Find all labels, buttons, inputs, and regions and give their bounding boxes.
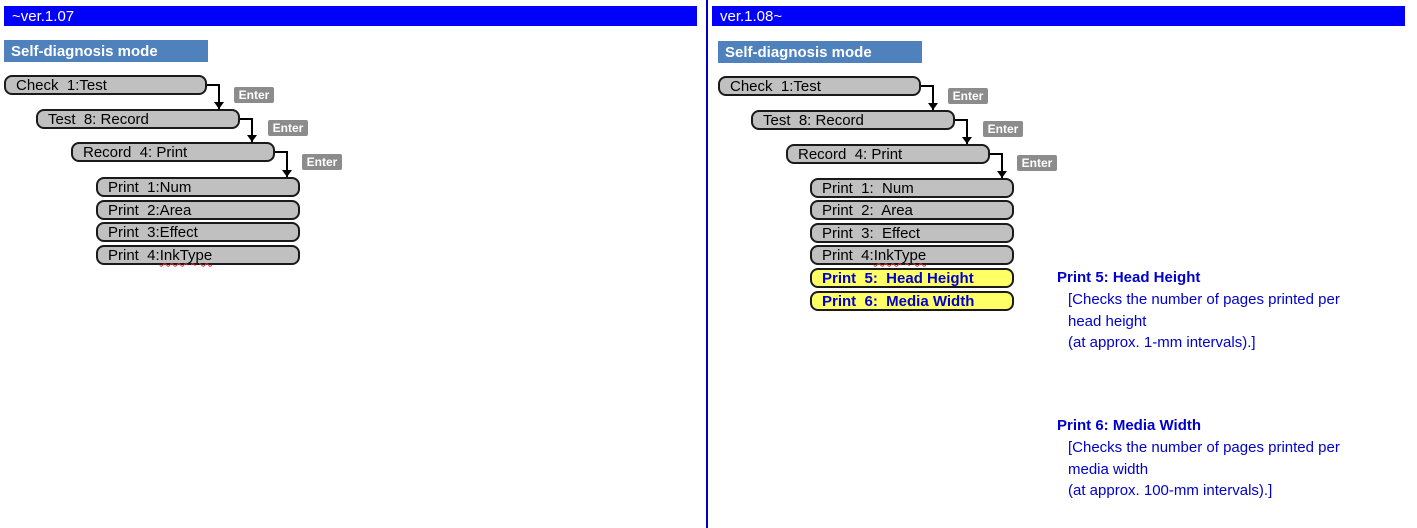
connector-arrow [240, 118, 253, 142]
annotation-title: Print 6: Media Width [1057, 417, 1202, 434]
connector-arrow [955, 119, 968, 144]
connector-arrow [921, 85, 934, 110]
arrow-down-icon [928, 103, 938, 110]
enter-key-badge: Enter [983, 121, 1023, 137]
print-row-label: Print 5: Head Height [822, 269, 974, 287]
connector-arrow [990, 153, 1003, 178]
print-menu-row: Print 4:InkType [96, 245, 300, 265]
print-menu-row-highlighted: Print 6: Media Width [810, 291, 1014, 311]
annotation-line: [Checks the number of pages printed per [1068, 439, 1340, 456]
spellcheck-word: InkType [159, 246, 213, 264]
print-menu-row: Print 2:Area [96, 200, 300, 220]
print-row-label: Print 2:Area [108, 201, 192, 219]
arrow-down-icon [997, 171, 1007, 178]
print-menu-row: Print 4:InkType [810, 245, 1014, 265]
panel-divider-line [706, 0, 708, 528]
spellcheck-word: InkType [873, 246, 927, 264]
print-row-label: Print 2: Area [822, 201, 913, 219]
print-menu-row: Print 1: Num [810, 178, 1014, 198]
enter-key-badge: Enter [234, 87, 274, 103]
arrow-down-icon [247, 135, 257, 142]
print-row-label: Print 3:Effect [108, 223, 198, 241]
annotation-line: media width [1068, 460, 1149, 478]
annotation-print5: Print 5: Head Height [Checks the number … [1057, 267, 1407, 354]
flow-box-record-left: Record 4: Print [71, 142, 275, 162]
arrow-down-icon [214, 102, 224, 109]
flow-box-record-right: Record 4: Print [786, 144, 990, 164]
flow-box-test-left: Test 8: Record [36, 109, 240, 129]
print-row-label: Print 4: [108, 246, 160, 264]
version-bar-right: ver.1.08~ [712, 6, 1405, 26]
annotation-line: (at approx. 1-mm intervals).] [1068, 334, 1256, 351]
version-bar-left: ~ver.1.07 [4, 6, 697, 26]
annotation-line: head height [1068, 312, 1147, 330]
print-row-label: Print 1:Num [108, 178, 192, 196]
annotation-line: (at approx. 100-mm intervals).] [1068, 482, 1273, 499]
print-menu-row-highlighted: Print 5: Head Height [810, 268, 1014, 288]
annotation-title: Print 5: Head Height [1057, 269, 1201, 286]
print-menu-row: Print 3: Effect [810, 223, 1014, 243]
annotation-print6: Print 6: Media Width [Checks the number … [1057, 415, 1407, 502]
mode-badge-left: Self-diagnosis mode [4, 40, 208, 62]
enter-key-badge: Enter [302, 154, 342, 170]
arrow-down-icon [282, 170, 292, 177]
enter-key-badge: Enter [1017, 155, 1057, 171]
print-row-label: Print 6: Media Width [822, 292, 975, 310]
print-menu-row: Print 1:Num [96, 177, 300, 197]
flow-box-test-right: Test 8: Record [751, 110, 955, 130]
mode-badge-right: Self-diagnosis mode [718, 41, 922, 63]
arrow-down-icon [962, 137, 972, 144]
flow-box-check-right: Check 1:Test [718, 76, 921, 96]
enter-key-badge: Enter [948, 88, 988, 104]
print-row-label: Print 3: Effect [822, 224, 921, 242]
print-menu-row: Print 3:Effect [96, 222, 300, 242]
print-menu-row: Print 2: Area [810, 200, 1014, 220]
print-row-label: Print 4: [822, 246, 874, 264]
annotation-line: [Checks the number of pages printed per [1068, 291, 1340, 308]
connector-arrow [275, 151, 288, 177]
enter-key-badge: Enter [268, 120, 308, 136]
connector-arrow [207, 84, 220, 109]
flow-box-check-left: Check 1:Test [4, 75, 207, 95]
print-row-label: Print 1: Num [822, 179, 914, 197]
